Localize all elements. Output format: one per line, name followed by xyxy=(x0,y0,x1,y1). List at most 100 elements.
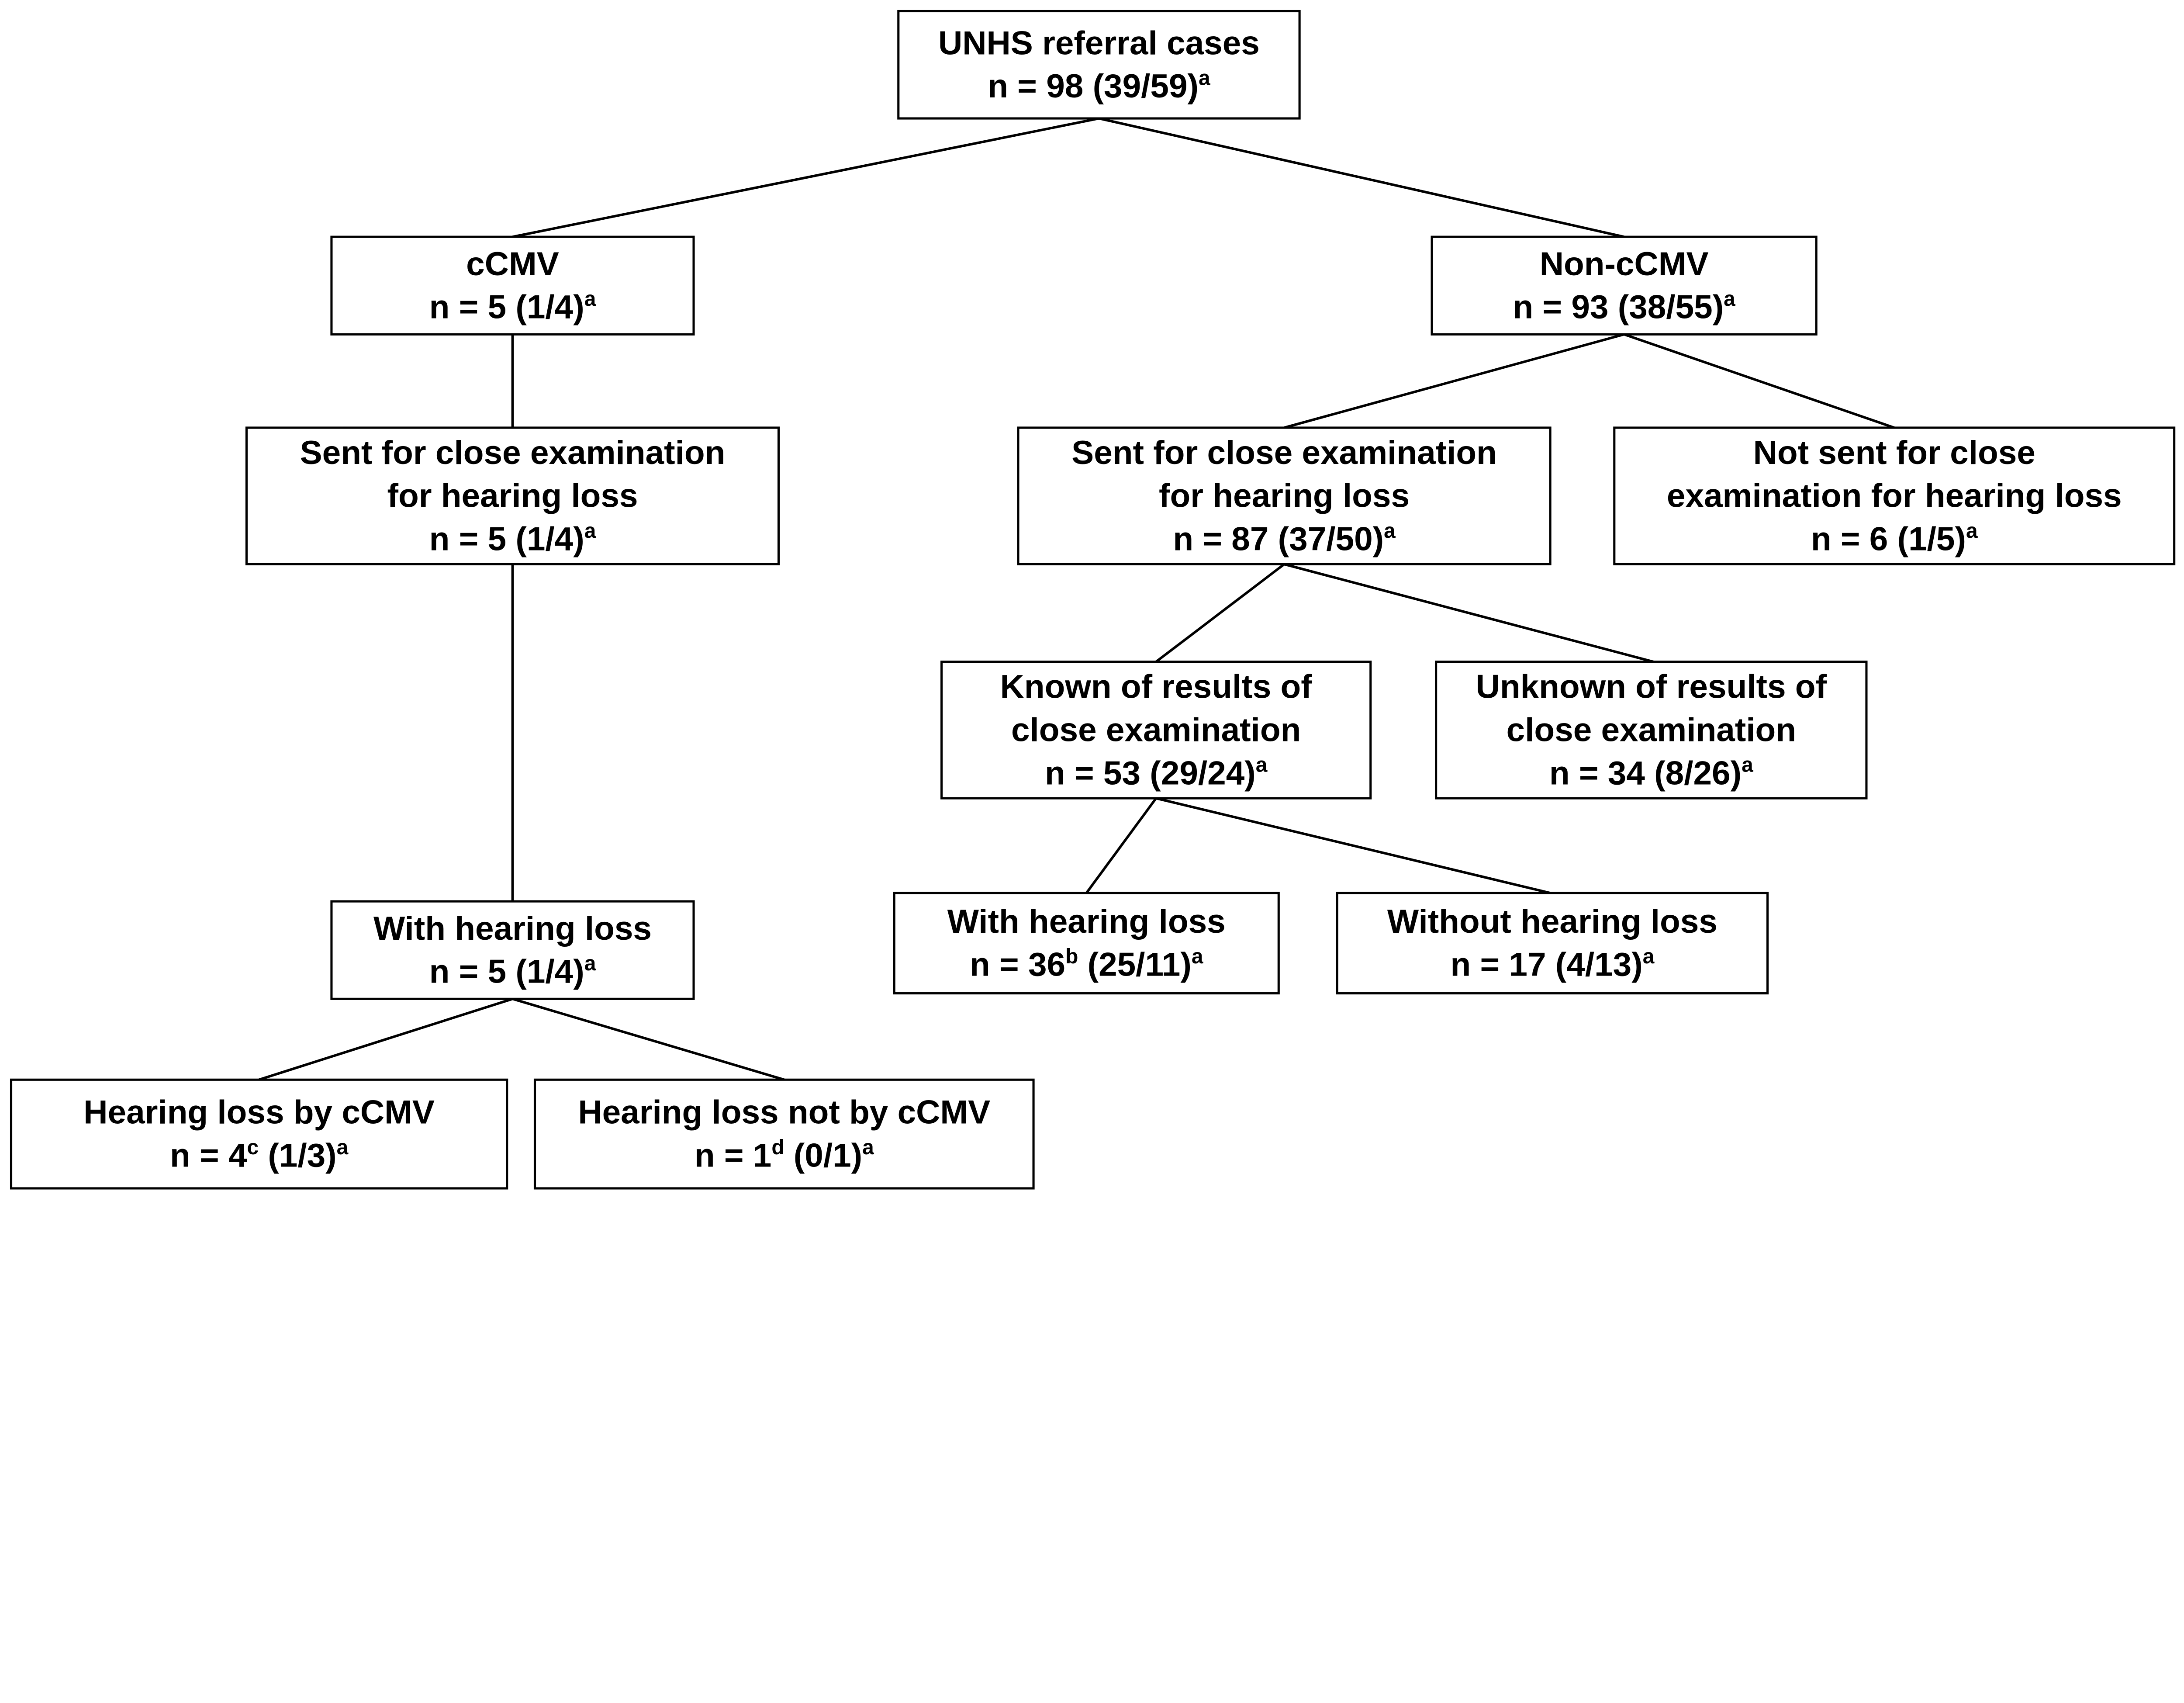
connector-non-ccmv-to-non-ccmv-not-sent xyxy=(1624,333,1895,429)
sex-breakdown: (29/24) xyxy=(1140,755,1256,792)
box-label: Hearing loss not by cCMV xyxy=(578,1094,990,1131)
box-count: n = 5 (1/4)a xyxy=(429,519,596,558)
footnote-mark: a xyxy=(584,519,596,543)
box-label: close examination xyxy=(1011,711,1301,748)
connector-non-ccmv-sent-to-known xyxy=(1155,563,1285,663)
count-value: n = 34 xyxy=(1549,755,1645,792)
count-value: n = 53 xyxy=(1045,755,1140,792)
box-count: n = 87 (37/50)a xyxy=(1173,519,1396,558)
box-hl-not-by-ccmv: Hearing loss not by cCMV n = 1d (0/1)a xyxy=(533,1078,1035,1190)
box-count: n = 98 (39/59)a xyxy=(988,67,1210,105)
footnote-mark: a xyxy=(1742,754,1753,777)
connector-non-ccmv-to-non-ccmv-sent xyxy=(1284,333,1624,429)
box-frame xyxy=(245,426,780,566)
box-non-ccmv-without-hl: Without hearing loss n = 17 (4/13)a xyxy=(1336,892,1769,995)
box-label: cCMV xyxy=(466,246,559,283)
count-value: n = 5 xyxy=(429,521,507,558)
box-label: Without hearing loss xyxy=(1387,903,1717,940)
count-value: n = 17 xyxy=(1450,946,1546,983)
count-value: n = 98 xyxy=(988,68,1083,105)
sex-breakdown: (0/1) xyxy=(784,1137,863,1174)
footnote-mark: a xyxy=(1256,754,1268,777)
footnote-mark: a xyxy=(862,1136,874,1159)
footnote-mark: a xyxy=(584,287,596,311)
connector-known-to-non-ccmv-with-hl xyxy=(1085,797,1157,894)
count-value: n = 6 xyxy=(1811,521,1888,558)
sex-breakdown: (1/3) xyxy=(259,1137,337,1174)
box-frame xyxy=(1336,892,1769,995)
box-root: UNHS referral cases n = 98 (39/59)a xyxy=(897,10,1301,120)
box-label: close examination xyxy=(1507,711,1796,748)
box-count: n = 17 (4/13)a xyxy=(1450,945,1654,983)
box-frame xyxy=(940,661,1372,800)
box-known: Known of results of close examination n = … xyxy=(940,661,1372,800)
box-count: n = 36b (25/11)a xyxy=(970,945,1203,983)
count-value: n = 93 xyxy=(1513,289,1608,326)
box-count: n = 6 (1/5)a xyxy=(1811,519,1978,558)
count-value: n = 5 xyxy=(429,289,507,326)
box-label: for hearing loss xyxy=(1159,478,1410,515)
connector-ccmv-with-hl-to-hl-not-by-ccmv xyxy=(512,997,785,1081)
box-count: n = 1d (0/1)a xyxy=(695,1136,874,1174)
box-frame xyxy=(1431,235,1818,336)
box-ccmv-sent: Sent for close examination for hearing lo… xyxy=(245,426,780,566)
sex-breakdown: (25/11) xyxy=(1078,946,1191,983)
box-label: Not sent for close xyxy=(1753,434,2035,471)
box-count: n = 5 (1/4)a xyxy=(429,287,596,326)
sex-breakdown: (8/26) xyxy=(1645,755,1742,792)
sex-breakdown: (38/55) xyxy=(1608,289,1724,326)
box-label: UNHS referral cases xyxy=(938,24,1260,62)
footnote-mark: a xyxy=(1643,945,1655,968)
sex-breakdown: (39/59) xyxy=(1083,68,1199,105)
box-frame xyxy=(330,235,695,336)
box-count: n = 5 (1/4)a xyxy=(429,952,596,990)
box-frame xyxy=(1017,426,1552,566)
footnote-mark: a xyxy=(584,952,596,975)
footnote-mark: c xyxy=(247,1136,259,1159)
footnote-mark: a xyxy=(337,1136,349,1159)
footnote-mark: b xyxy=(1065,945,1078,968)
count-value: n = 1 xyxy=(695,1137,772,1174)
connectors xyxy=(259,117,1895,1081)
box-count: n = 34 (8/26)a xyxy=(1549,754,1753,792)
footnote-mark: a xyxy=(1384,519,1396,543)
box-label: Sent for close examination xyxy=(1071,434,1497,471)
sex-breakdown: (37/50) xyxy=(1268,521,1384,558)
box-unknown: Unknown of results of close examination n … xyxy=(1435,661,1868,800)
footnote-mark: d xyxy=(771,1136,784,1159)
box-label: Unknown of results of xyxy=(1476,668,1827,706)
box-label: for hearing loss xyxy=(387,478,638,515)
box-count: n = 93 (38/55)a xyxy=(1513,287,1735,326)
sex-breakdown: (1/4) xyxy=(506,521,584,558)
sex-breakdown: (4/13) xyxy=(1546,946,1643,983)
box-count: n = 4c (1/3)a xyxy=(170,1136,349,1174)
count-value: n = 87 xyxy=(1173,521,1268,558)
box-non-ccmv-sent: Sent for close examination for hearing lo… xyxy=(1017,426,1552,566)
sex-breakdown: (1/5) xyxy=(1888,521,1966,558)
connector-root-to-non-ccmv xyxy=(1099,117,1624,238)
box-frame xyxy=(10,1078,508,1190)
box-label: Known of results of xyxy=(1000,668,1313,706)
box-label: With hearing loss xyxy=(947,903,1226,940)
box-frame xyxy=(533,1078,1035,1190)
count-value: n = 5 xyxy=(429,953,507,990)
box-non-ccmv-with-hl: With hearing loss n = 36b (25/11)a xyxy=(893,892,1280,995)
connector-known-to-non-ccmv-without-hl xyxy=(1156,797,1551,894)
sex-breakdown: (1/4) xyxy=(506,953,584,990)
box-count: n = 53 (29/24)a xyxy=(1045,754,1268,792)
box-ccmv: cCMV n = 5 (1/4)a xyxy=(330,235,695,336)
box-frame xyxy=(897,10,1301,120)
box-label: Hearing loss by cCMV xyxy=(83,1094,435,1131)
box-frame xyxy=(893,892,1280,995)
box-frame xyxy=(1613,426,2176,566)
connector-ccmv-with-hl-to-hl-by-ccmv xyxy=(259,997,513,1081)
box-label: Sent for close examination xyxy=(300,434,726,471)
box-frame xyxy=(330,900,695,1000)
box-hl-by-ccmv: Hearing loss by cCMV n = 4c (1/3)a xyxy=(10,1078,508,1190)
sex-breakdown: (1/4) xyxy=(506,289,584,326)
